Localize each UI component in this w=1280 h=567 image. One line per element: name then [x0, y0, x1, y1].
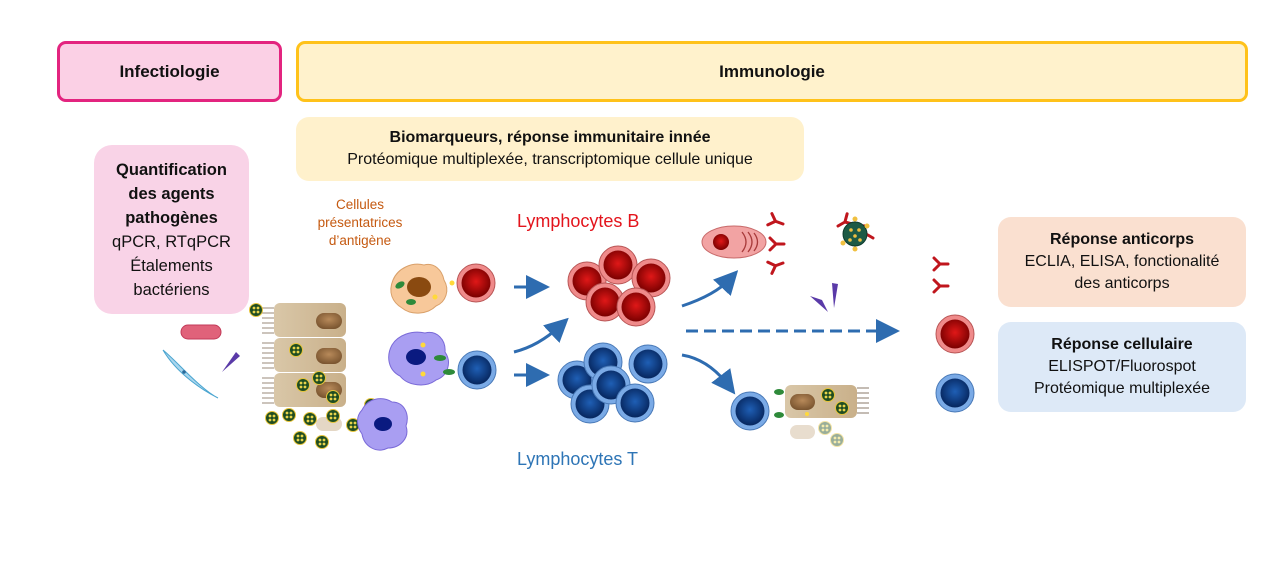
- arrow-icon: [513, 317, 569, 354]
- fungus-spore-icon: [222, 352, 240, 372]
- quantification-box: Quantification des agents pathogènes qPC…: [94, 145, 249, 314]
- b-cell-cluster-icon: [567, 245, 671, 327]
- reponse-anticorps-line: des anticorps: [1074, 275, 1170, 292]
- quantification-method-line: Étalements: [130, 256, 213, 275]
- virus-neutralized-icon: [840, 216, 870, 252]
- naive-b-cell-icon: [456, 263, 496, 303]
- biomarqueurs-subtitle: Protéomique multiplexée, transcriptomiqu…: [347, 151, 753, 168]
- arrow-icon: [681, 353, 736, 395]
- quantification-method-line: qPCR, RTqPCR: [112, 232, 231, 251]
- quantification-title-line: pathogènes: [125, 208, 218, 227]
- reponse-cellulaire-line: Protéomique multiplexée: [1033, 380, 1211, 397]
- header-infectiologie: Infectiologie: [57, 41, 282, 102]
- dendritic-cell-icon: [388, 331, 455, 386]
- quantification-title-line: des agents: [128, 184, 215, 203]
- reponse-anticorps-box: Réponse anticorps ECLIA, ELISA, fonction…: [998, 217, 1246, 307]
- dendritic-cell-icon: [357, 398, 408, 451]
- reponse-cellulaire-line: ELISPOT/Fluorospot: [1048, 358, 1196, 375]
- memory-b-cell-icon: [935, 314, 975, 354]
- header-immunologie-label: Immunologie: [719, 61, 825, 81]
- apc-label-line: présentatrices: [317, 215, 403, 230]
- t-cell-cluster-icon: [557, 342, 668, 424]
- lymphocytes-t-label: Lymphocytes T: [517, 449, 639, 469]
- lymphocytes-b-label: Lymphocytes B: [517, 211, 640, 231]
- plasma-cell-icon: [701, 225, 767, 259]
- reponse-anticorps-line: ECLIA, ELISA, fonctionalité: [1024, 253, 1220, 270]
- naive-t-cell-icon: [457, 350, 497, 390]
- biomarqueurs-title: Biomarqueurs, réponse immunitaire innée: [389, 129, 711, 146]
- reponse-cellulaire-title: Réponse cellulaire: [1051, 336, 1193, 353]
- apc-label: Cellules présentatrices d’antigène: [300, 196, 420, 250]
- arrows: [513, 270, 900, 395]
- infected-cell-icon: [774, 385, 869, 447]
- reponse-anticorps-title: Réponse anticorps: [1049, 231, 1195, 248]
- reponse-cellulaire-box: Réponse cellulaire ELISPOT/Fluorospot Pr…: [998, 322, 1246, 412]
- header-immunologie: Immunologie: [296, 41, 1248, 102]
- memory-t-cell-icon: [935, 373, 975, 413]
- effector-t-cell-icon: [730, 391, 770, 431]
- bacterium-icon: [180, 324, 222, 340]
- apc-label-line: d’antigène: [328, 233, 392, 248]
- quantification-method-line: bactériens: [133, 280, 210, 299]
- arrow-icon: [681, 270, 739, 308]
- opsonized-spore-icon: [810, 283, 838, 312]
- parasite-icon: [162, 349, 219, 399]
- macrophage-icon: [390, 263, 455, 314]
- apc-label-line: Cellules: [335, 197, 385, 212]
- biomarqueurs-box: Biomarqueurs, réponse immunitaire innée …: [296, 117, 804, 181]
- quantification-title-line: Quantification: [116, 160, 227, 179]
- header-infectiologie-label: Infectiologie: [119, 61, 220, 81]
